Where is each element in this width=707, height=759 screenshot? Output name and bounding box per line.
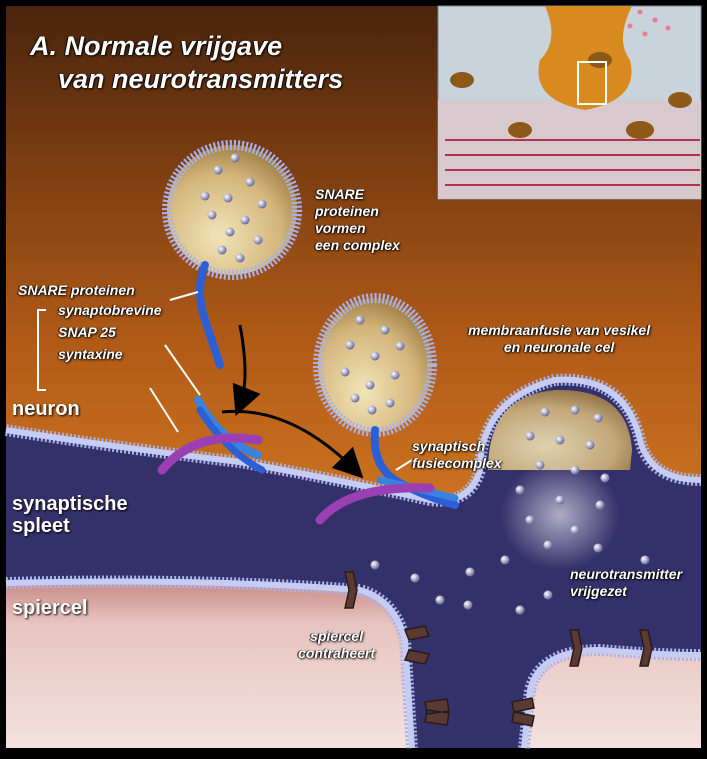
label-synaptic-cleft-2: spleet (12, 515, 128, 537)
label-snare-complex-2: proteinen (315, 203, 400, 220)
label-snap25: SNAP 25 (58, 324, 116, 341)
label-muscle-cell: spiercel (12, 597, 88, 619)
label-neurotransmitter-released-2: vrijgezet (570, 583, 682, 600)
label-snare-complex: SNARE proteinen vormen een complex (315, 186, 400, 254)
label-membrane-fusion-1: membraanfusie van vesikel (468, 322, 650, 339)
vesicle-1 (167, 145, 297, 275)
label-neurotransmitter-released-1: neurotransmitter (570, 566, 682, 583)
label-membrane-fusion-2: en neuronale cel (468, 339, 650, 356)
title-line-1: A. Normale vrijgave (30, 30, 343, 63)
label-fusion-complex-1: synaptisch (412, 438, 501, 455)
label-fusion-complex-2: fusiecomplex (412, 455, 501, 472)
label-muscle-contracts-2: contraheert (298, 645, 375, 662)
label-syntaxine: syntaxine (58, 346, 123, 363)
inset-nerve-terminal (538, 6, 632, 110)
label-neurotransmitter-released: neurotransmitter vrijgezet (570, 566, 682, 600)
label-snare-complex-4: een complex (315, 237, 400, 254)
title-line-2: van neurotransmitters (30, 63, 343, 96)
label-snare-complex-1: SNARE (315, 186, 400, 203)
page-title: A. Normale vrijgave van neurotransmitter… (30, 30, 343, 96)
label-muscle-contracts-1: spiercel (298, 628, 375, 645)
label-synaptobrevine: synaptobrevine (58, 302, 161, 319)
label-synaptic-cleft-1: synaptische (12, 493, 128, 515)
label-synaptic-cleft: synaptische spleet (12, 493, 128, 537)
label-snare-proteins: SNARE proteinen (18, 282, 135, 299)
label-muscle-contracts: spiercel contraheert (298, 628, 375, 662)
inset-overview (438, 6, 701, 199)
label-snare-complex-3: vormen (315, 220, 400, 237)
label-membrane-fusion: membraanfusie van vesikel en neuronale c… (468, 322, 650, 356)
label-neuron: neuron (12, 398, 80, 420)
label-fusion-complex: synaptisch fusiecomplex (412, 438, 501, 472)
